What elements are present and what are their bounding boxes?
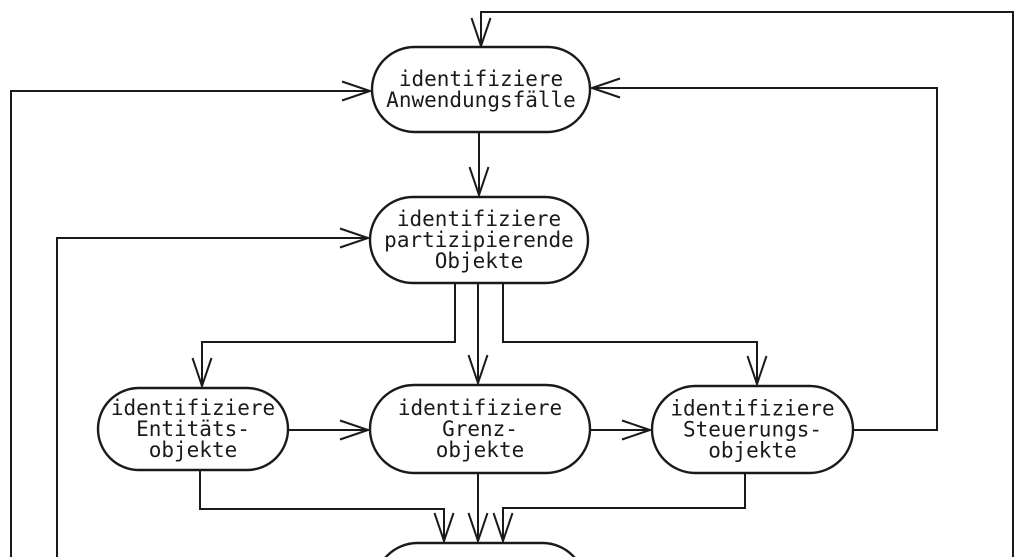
arrowhead-icon [191,357,213,390]
arrowhead-icon [621,419,654,441]
edge-entitaets-to-grenz [288,419,372,441]
node-shape [368,383,592,475]
edge-left-outer-feedback-to-anwendungsfaelle [10,80,374,557]
arrowhead-icon [467,512,489,545]
edge-line [56,237,368,557]
arrowhead-icon [492,512,514,545]
edge-steuerungs-to-bottom [492,473,746,545]
arrowhead-icon [433,512,455,545]
edge-steuerungs-to-anwendungsfaelle [588,77,938,431]
edge-partizipierende-to-steuerungs [502,283,768,388]
node-shape [650,384,855,475]
edge-grenz-to-bottom [467,473,489,545]
node-bottom-partial [384,541,576,557]
node-shape [370,45,592,134]
edge-line [502,283,758,384]
edge-line [502,473,746,541]
arrowhead-icon [339,419,372,441]
edge-line [592,87,938,431]
edge-left-inner-feedback-to-partizipierende [56,227,372,557]
node-shape [96,386,290,472]
edge-partizipierende-to-entitaets [191,283,456,390]
arrowhead-icon [467,354,489,387]
arrowhead-icon [746,355,768,388]
arrowhead-icon [339,227,372,249]
edge-line [201,283,456,386]
edge-partizipierende-to-grenz [467,283,489,387]
arrowhead-icon [588,77,621,99]
edge-grenz-to-steuerungs [590,419,654,441]
edge-line [199,470,445,541]
arrowhead-icon [468,166,490,199]
arrowhead-icon [341,80,374,102]
edge-line [480,11,1014,557]
node-shape [368,195,590,285]
node-shape [384,541,576,557]
edge-anwendungsfaelle-to-partizipierende [468,132,490,199]
edge-entitaets-to-bottom [199,470,455,545]
edge-line [10,90,370,557]
